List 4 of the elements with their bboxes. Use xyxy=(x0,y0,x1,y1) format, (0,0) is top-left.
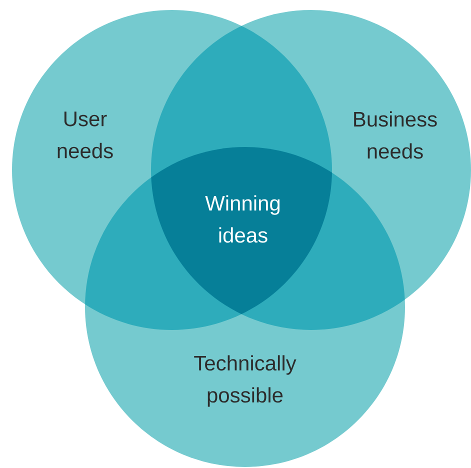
region-label: Technically possible xyxy=(194,355,296,407)
region-label: Business needs xyxy=(354,111,437,159)
region-label: User needs xyxy=(58,112,113,158)
region-label: Winning ideas xyxy=(205,195,280,243)
